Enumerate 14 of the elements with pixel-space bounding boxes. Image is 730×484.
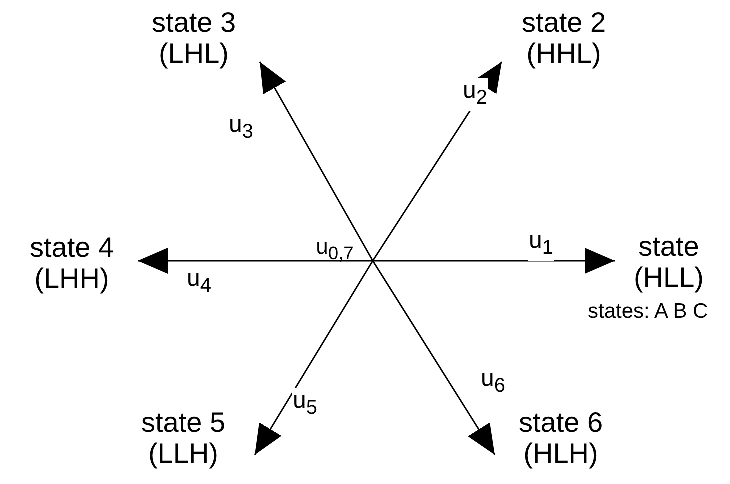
arrow <box>373 248 615 274</box>
state-label: state 6 (HLH) <box>518 407 604 469</box>
arrow <box>372 260 496 456</box>
vector-label: u$_{0,7}$ <box>316 233 354 266</box>
state-label: state 4 (LHH) <box>28 232 116 294</box>
edge-label: u$_{2}$ <box>462 78 488 111</box>
state-label: state (HLL) <box>632 231 705 293</box>
arrow <box>254 260 374 456</box>
state-label: state 5 (LLH) <box>140 407 227 469</box>
state-label: state 3 (LHL) <box>150 7 238 69</box>
arrow <box>138 248 373 274</box>
state-label: state 2 (HHL) <box>520 7 608 69</box>
note-text: states: A B C <box>588 300 708 324</box>
arrow <box>259 62 374 262</box>
